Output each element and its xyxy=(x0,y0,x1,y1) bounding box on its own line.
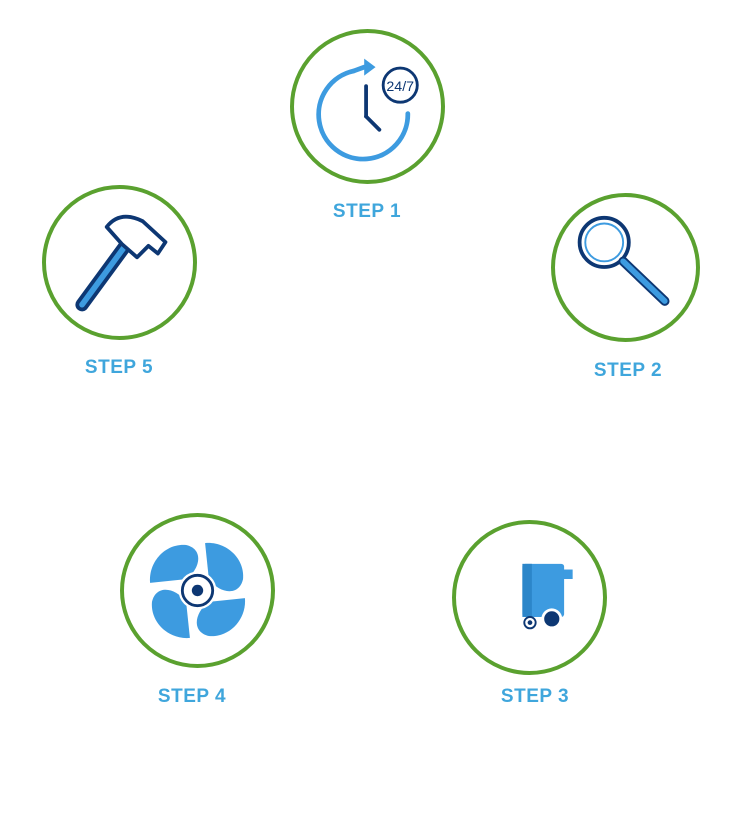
step-3-circle xyxy=(452,520,607,675)
clock-24-7-icon: 24/7 xyxy=(316,58,419,162)
step-2-label: STEP 2 xyxy=(593,360,663,381)
step-3-label: STEP 3 xyxy=(500,686,570,707)
hammer-icon xyxy=(75,214,168,312)
step-5-circle xyxy=(42,185,197,340)
step-1-label: STEP 1 xyxy=(332,201,402,222)
fan-icon xyxy=(149,542,246,639)
step-4-circle xyxy=(120,513,275,668)
magnifying-glass-icon xyxy=(577,215,670,306)
step-4-label: STEP 4 xyxy=(157,686,227,707)
clock-24-7-text: 24/7 xyxy=(386,79,414,95)
step-2-circle xyxy=(551,193,700,342)
step-5-label: STEP 5 xyxy=(84,357,154,378)
cart-unit-icon xyxy=(522,563,573,630)
step-1-circle: 24/7 xyxy=(290,29,445,184)
